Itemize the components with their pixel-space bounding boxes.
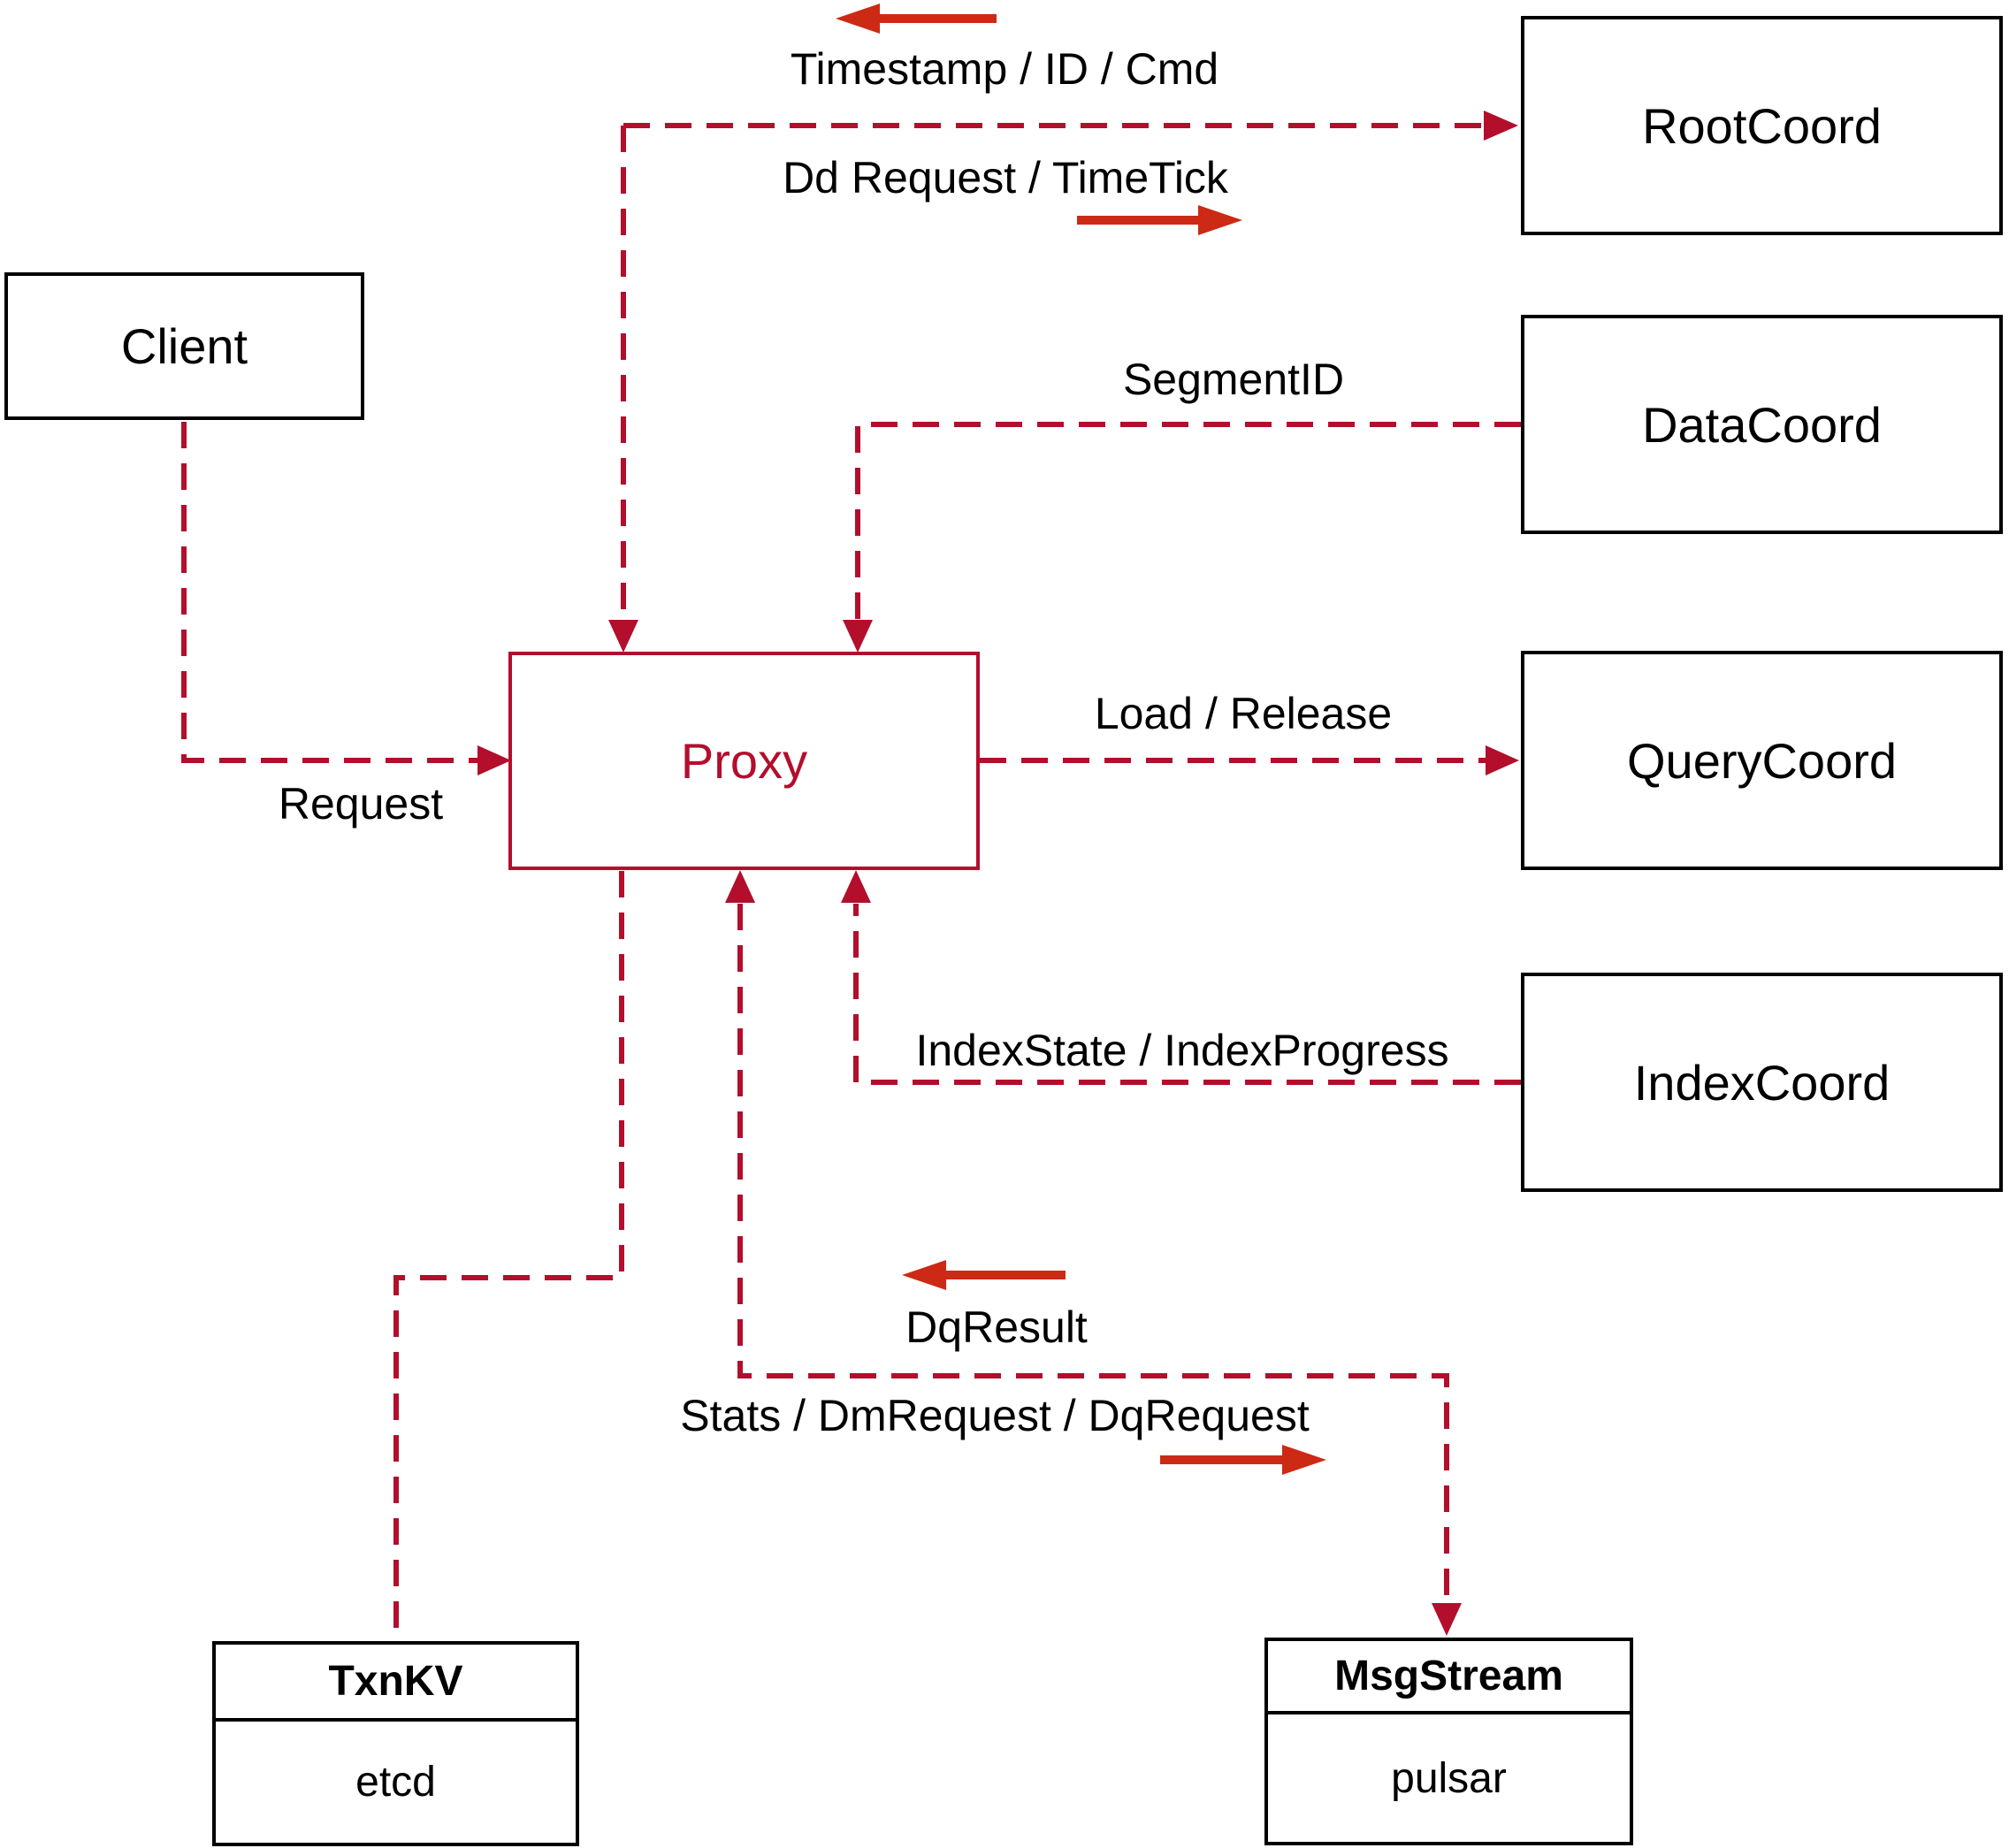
node-client: Client — [4, 272, 364, 420]
node-txnkv-subtitle: etcd — [355, 1759, 436, 1806]
arrowhead-into-proxy-top-left — [608, 620, 638, 653]
edge-label-index-state: IndexState / IndexProgress — [915, 1026, 1449, 1075]
node-querycoord-label: QueryCoord — [1626, 732, 1898, 789]
arrowhead-into-rootcoord — [1484, 111, 1518, 141]
node-msgstream: MsgStream pulsar — [1264, 1638, 1633, 1845]
direction-arrow-left-timestamp — [836, 4, 997, 34]
edge-indexcoord-proxy-line — [853, 904, 1521, 1085]
edge-label-dq-result: DqResult — [905, 1302, 1088, 1352]
arrowhead-into-querycoord — [1486, 745, 1519, 775]
node-txnkv-title: TxnKV — [216, 1645, 576, 1722]
edge-proxy-rootcoord-line — [621, 123, 1484, 619]
edge-label-stats-dm-dq: Stats / DmRequest / DqRequest — [680, 1391, 1310, 1440]
node-datacoord-label: DataCoord — [1642, 396, 1882, 453]
edge-label-request: Request — [278, 779, 444, 829]
edge-label-timestamp-id-cmd: Timestamp / ID / Cmd — [790, 44, 1219, 94]
node-rootcoord-label: RootCoord — [1642, 97, 1882, 154]
edge-label-load-release: Load / Release — [1094, 689, 1393, 738]
node-indexcoord: IndexCoord — [1521, 973, 2003, 1192]
node-datacoord: DataCoord — [1521, 315, 2003, 534]
edge-label-dd-request-timetick: Dd Request / TimeTick — [783, 153, 1228, 202]
direction-arrow-left-dqresult — [902, 1260, 1066, 1290]
node-querycoord: QueryCoord — [1521, 651, 2003, 870]
arrowhead-into-proxy-bottom-right — [841, 870, 871, 903]
edge-client-proxy-line — [181, 422, 477, 763]
edge-proxy-txnkv-line — [393, 871, 624, 1639]
direction-arrow-right-ddrequest — [1077, 205, 1242, 235]
arrowhead-into-msgstream — [1432, 1603, 1462, 1636]
edge-label-segment-id: SegmentID — [1122, 355, 1345, 404]
node-proxy-label: Proxy — [680, 733, 808, 789]
node-proxy: Proxy — [508, 652, 980, 870]
arrowhead-into-proxy-bottom-left — [725, 870, 755, 903]
edge-proxy-msgstream-line — [737, 904, 1449, 1602]
node-client-label: Client — [120, 318, 248, 374]
node-txnkv: TxnKV etcd — [212, 1641, 579, 1846]
arrowhead-into-proxy-left — [477, 745, 511, 775]
node-msgstream-subtitle: pulsar — [1391, 1754, 1507, 1802]
arrowhead-into-proxy-top-right — [843, 620, 873, 653]
node-msgstream-title: MsgStream — [1268, 1641, 1630, 1714]
node-indexcoord-label: IndexCoord — [1633, 1054, 1891, 1111]
direction-arrow-right-stats — [1160, 1445, 1326, 1475]
node-rootcoord: RootCoord — [1521, 16, 2003, 235]
edge-datacoord-proxy-line — [855, 422, 1521, 619]
